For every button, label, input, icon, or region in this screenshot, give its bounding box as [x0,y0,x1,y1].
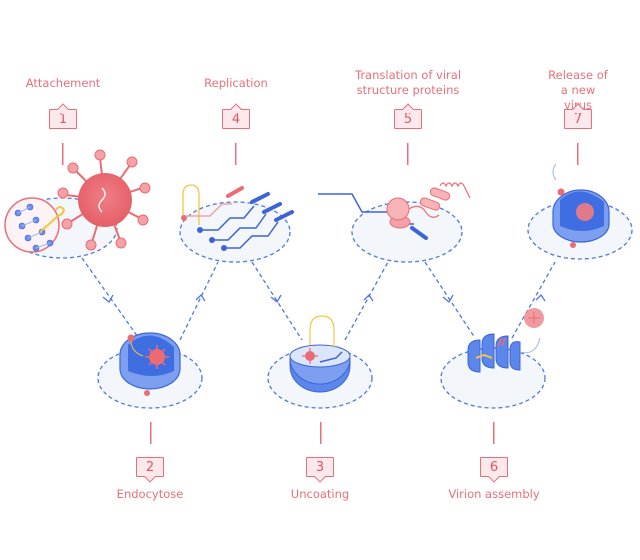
step-6-badge: 6 [480,457,508,477]
step-1-badge: 1 [49,109,77,129]
step-2-badge: 2 [136,457,164,477]
flow-connectors [81,257,556,341]
uncoating-bowl-icon [289,315,351,393]
virus-attachment-icon [4,149,151,253]
step-1-label: Attachement [25,76,101,90]
step-4-badge: 4 [222,109,250,129]
step-3-badge: 3 [306,457,334,477]
step-5-label: Translation of viral structure proteins [354,68,462,97]
flow-6-to-7 [511,261,556,339]
step-7-badge: 7 [564,109,592,129]
flow-3-to-5 [344,261,389,341]
golgi-assembly-icon [467,308,544,373]
virus-release-cell-icon [552,163,610,248]
step-2-label: Endocytose [116,487,184,501]
step-3-label: Uncoating [290,487,350,501]
step-5-badge: 5 [394,109,422,129]
flow-arrowheads [102,293,546,303]
rna-replication-icon [181,184,294,251]
stems [62,143,579,444]
step-4-label: Replication [204,76,268,90]
flow-4-to-3 [251,261,303,341]
ribosome-translation-icon [318,182,471,240]
step-6-label: Virion assembly [448,487,540,501]
flow-2-to-4 [179,261,219,341]
endocytosis-cell-icon [119,332,181,396]
